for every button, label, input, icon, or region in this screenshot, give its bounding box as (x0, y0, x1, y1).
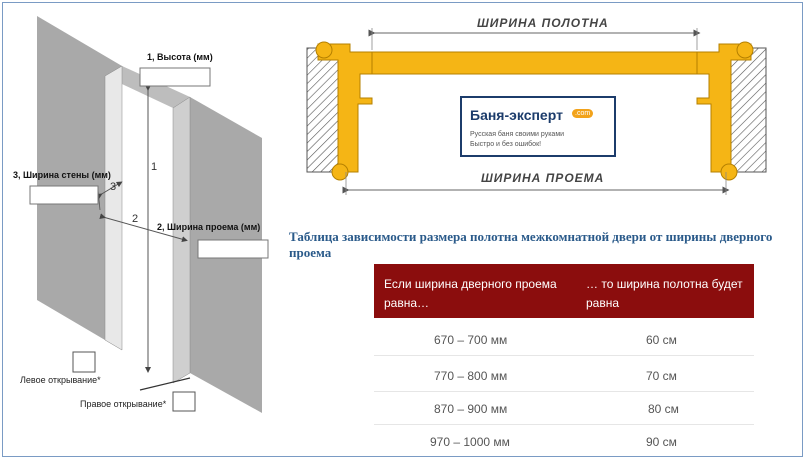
door-opening-diagram: 1 2 3 1, Высота (мм) 3, Ширина стены (мм… (13, 16, 269, 413)
opening-width-caption: ШИРИНА ПРОЕМА (481, 171, 604, 185)
floor-line (139, 377, 191, 391)
opening-cell: 770 – 800 мм (434, 369, 508, 383)
opening-width-label: 2, Ширина проема (мм) (157, 222, 260, 232)
column-header-leaf: … то ширина полотна будет равна (586, 277, 743, 310)
left-opening-label: Левое открывание* (20, 375, 101, 385)
leaf-cell: 60 см (646, 333, 677, 347)
column-header-opening: Если ширина дверного проема равна… (384, 277, 557, 310)
door-frame-section-diagram: ШИРИНА ПОЛОТНА ШИРИНА ПРОЕМА (306, 16, 767, 195)
leaf-cell: 80 см (648, 402, 679, 416)
door-leaf (371, 51, 698, 75)
right-opening-checkbox[interactable] (172, 391, 196, 412)
table-row: 870 – 900 мм 80 см (374, 394, 754, 425)
height-input-box[interactable] (139, 67, 211, 87)
opening-cell: 870 – 900 мм (434, 402, 508, 416)
wall-width-input-box[interactable] (29, 185, 99, 205)
height-label: 1, Высота (мм) (147, 52, 213, 62)
height-marker: 1 (151, 161, 157, 173)
wall-width-label: 3, Ширина стены (мм) (13, 170, 111, 180)
opening-width-dimension-line (99, 213, 188, 243)
table-header: Если ширина дверного проема равна… … то … (374, 264, 754, 318)
logo-tagline-2: Быстро и без ошибок! (470, 141, 542, 148)
jamb-left (104, 65, 123, 351)
right-opening-label-text: Правое открывание* (80, 399, 167, 409)
opening-width-marker: 2 (132, 213, 138, 225)
logo-badge: .com (572, 109, 594, 118)
logo-name: Баня-эксперт (470, 107, 563, 123)
opening-cell: 970 – 1000 мм (430, 435, 510, 449)
table-row: 670 – 700 мм 60 см (374, 325, 754, 356)
left-opening-checkbox[interactable] (72, 351, 96, 373)
wall-left-panel (37, 16, 122, 350)
leaf-width-label: ШИРИНА ПОЛОТНА (477, 16, 609, 30)
wall-width-marker: 3 (110, 181, 116, 193)
leaf-cell: 90 см (646, 435, 677, 449)
logo-tagline-1: Русская баня своими руками (470, 131, 565, 138)
table-caption: Таблица зависимости размера полотна межк… (289, 229, 773, 260)
opening-width-input-box[interactable] (197, 239, 269, 259)
opening-cell: 670 – 700 мм (434, 333, 508, 347)
wall-width-dimension-line (95, 181, 123, 200)
table-row: 770 – 800 мм 70 см (374, 361, 754, 392)
image-frame (2, 2, 803, 457)
leaf-cell: 70 см (646, 369, 677, 383)
door-frame-left (317, 43, 373, 173)
site-logo: Баня-эксперт .com Русская баня своими ру… (460, 96, 616, 157)
table-row: 970 – 1000 мм 90 см (374, 427, 754, 457)
door-frame-right (696, 43, 752, 173)
wall-section-right (725, 47, 767, 173)
